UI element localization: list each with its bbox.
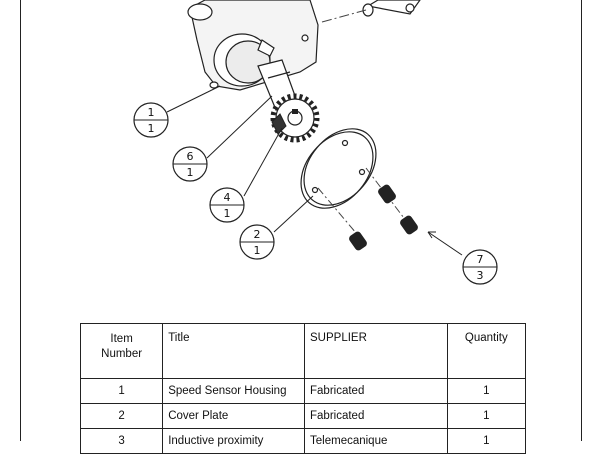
balloon-item-6: 6 1 — [172, 146, 208, 182]
balloon-item-4-qty: 1 — [224, 207, 231, 220]
balloon-item-2-number: 2 — [254, 228, 261, 241]
balloon-item-1: 1 1 — [133, 102, 169, 138]
bill-of-materials-table: Item Number Title SUPPLIER Quantity 1 Sp… — [79, 323, 527, 454]
screw-centerline — [317, 187, 363, 241]
gear-hub-key-part — [271, 113, 287, 135]
sheet-border-left — [20, 0, 21, 441]
assembly-drawing-sheet: 1 1 6 1 4 1 2 1 7 3 — [20, 0, 582, 454]
balloon-item-6-qty: 1 — [187, 166, 194, 179]
row-supplier: Fabricated — [304, 378, 448, 404]
row-item-number: 3 — [79, 428, 164, 454]
row-title: Inductive proximity — [162, 428, 306, 454]
gear-part — [270, 93, 320, 143]
header-item-number: Item Number — [79, 323, 164, 379]
assembly-centerline — [321, 9, 367, 23]
header-quantity: Quantity — [446, 323, 527, 379]
row-quantity: 1 — [446, 378, 527, 404]
table-row: 1 Speed Sensor Housing Fabricated 1 — [79, 378, 527, 404]
leader-lines — [166, 85, 463, 256]
row-quantity: 1 — [446, 428, 527, 454]
speed-sensor-housing-part — [187, 0, 319, 91]
balloon-item-2-qty: 1 — [254, 244, 261, 257]
sheet-border-right — [581, 0, 582, 441]
row-title: Speed Sensor Housing — [162, 378, 306, 404]
balloon-item-7-number: 7 — [477, 253, 484, 266]
balloon-item-2: 2 1 — [239, 224, 275, 260]
row-title: Cover Plate — [162, 403, 306, 429]
header-supplier: SUPPLIER — [304, 323, 448, 379]
inductive-sensor-part — [362, 0, 421, 17]
balloon-item-1-qty: 1 — [148, 122, 155, 135]
balloon-item-7: 7 3 — [462, 249, 498, 285]
balloon-item-4-number: 4 — [224, 191, 231, 204]
header-item-number-line2: Number — [101, 348, 143, 360]
header-title: Title — [162, 323, 306, 379]
header-item-number-line1: Item — [110, 333, 133, 345]
table-row: 2 Cover Plate Fabricated 1 — [79, 403, 527, 429]
row-quantity: 1 — [446, 403, 527, 429]
exploded-view-diagram: 1 1 6 1 4 1 2 1 7 3 — [133, 0, 498, 285]
balloon-item-6-number: 6 — [187, 150, 194, 163]
balloon-item-7-qty: 3 — [477, 269, 484, 282]
row-item-number: 1 — [79, 378, 164, 404]
row-supplier: Telemecanique — [304, 428, 448, 454]
balloon-item-4: 4 1 — [209, 187, 245, 223]
row-supplier: Fabricated — [304, 403, 448, 429]
table-row: 3 Inductive proximity Telemecanique 1 — [79, 428, 527, 454]
bom-header-row: Item Number Title SUPPLIER Quantity — [79, 323, 527, 379]
row-item-number: 2 — [79, 403, 164, 429]
screw-part — [349, 184, 418, 251]
balloon-item-1-number: 1 — [148, 106, 155, 119]
